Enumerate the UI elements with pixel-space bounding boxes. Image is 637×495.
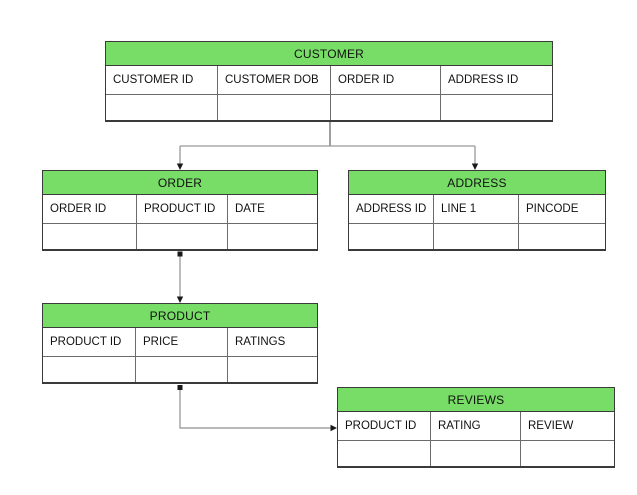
column-header: PRICE [136, 328, 228, 356]
column-header: ADDRESS ID [448, 74, 519, 86]
entity-reviews: REVIEWS PRODUCT ID RATING REVIEW [337, 387, 615, 468]
entity-customer-empty-row [106, 95, 552, 120]
entity-product-title: PRODUCT [43, 304, 317, 328]
column-header: CUSTOMER ID [106, 66, 218, 94]
empty-cell [106, 95, 218, 120]
column-header: CUSTOMER DOB [218, 66, 331, 94]
empty-cell [43, 224, 137, 249]
entity-address-empty-row [349, 224, 605, 249]
column-header: DATE [235, 203, 265, 215]
entity-order-empty-row [43, 224, 317, 249]
empty-cell [136, 357, 228, 382]
column-header: ORDER ID [43, 195, 137, 223]
connector-product-reviews [179, 387, 331, 429]
entity-address-columns: ADDRESS ID LINE 1 PINCODE [349, 195, 605, 224]
empty-cell [331, 95, 441, 120]
connector-order-dot [177, 251, 183, 257]
column-header: PRODUCT ID [137, 195, 228, 223]
column-header: PRODUCT ID [338, 412, 431, 440]
empty-cell [519, 224, 605, 249]
entity-reviews-empty-row [338, 441, 614, 466]
empty-cell [338, 441, 431, 466]
column-header: ORDER ID [331, 66, 441, 94]
column-header: REVIEW [528, 420, 574, 432]
empty-cell [137, 224, 228, 249]
empty-cell [441, 95, 552, 120]
empty-cell [434, 224, 519, 249]
entity-product-empty-row [43, 357, 317, 382]
entity-address-title: ADDRESS [349, 171, 605, 195]
empty-cell [228, 357, 317, 382]
entity-order-columns: ORDER ID PRODUCT ID DATE [43, 195, 317, 224]
entity-reviews-columns: PRODUCT ID RATING REVIEW [338, 412, 614, 441]
entity-order: ORDER ORDER ID PRODUCT ID DATE [42, 170, 318, 251]
entity-customer-columns: CUSTOMER ID CUSTOMER DOB ORDER ID ADDRES… [106, 66, 552, 95]
entity-order-title: ORDER [43, 171, 317, 195]
entity-customer: CUSTOMER CUSTOMER ID CUSTOMER DOB ORDER … [105, 41, 553, 122]
entity-product-columns: PRODUCT ID PRICE RATINGS [43, 328, 317, 357]
empty-cell [228, 224, 317, 249]
entity-product: PRODUCT PRODUCT ID PRICE RATINGS [42, 303, 318, 384]
column-header: RATING [431, 412, 521, 440]
empty-cell [218, 95, 331, 120]
empty-cell [43, 357, 136, 382]
empty-cell [431, 441, 521, 466]
connector-product-dot [177, 385, 183, 390]
entity-customer-title: CUSTOMER [106, 42, 552, 66]
column-header: ADDRESS ID [349, 195, 434, 223]
empty-cell [521, 441, 614, 466]
column-header: LINE 1 [434, 195, 519, 223]
empty-cell [349, 224, 434, 249]
column-header: RATINGS [235, 336, 286, 348]
entity-address: ADDRESS ADDRESS ID LINE 1 PINCODE [348, 170, 606, 251]
column-header: PRODUCT ID [43, 328, 136, 356]
entity-reviews-title: REVIEWS [338, 388, 614, 412]
column-header: PINCODE [526, 203, 579, 215]
